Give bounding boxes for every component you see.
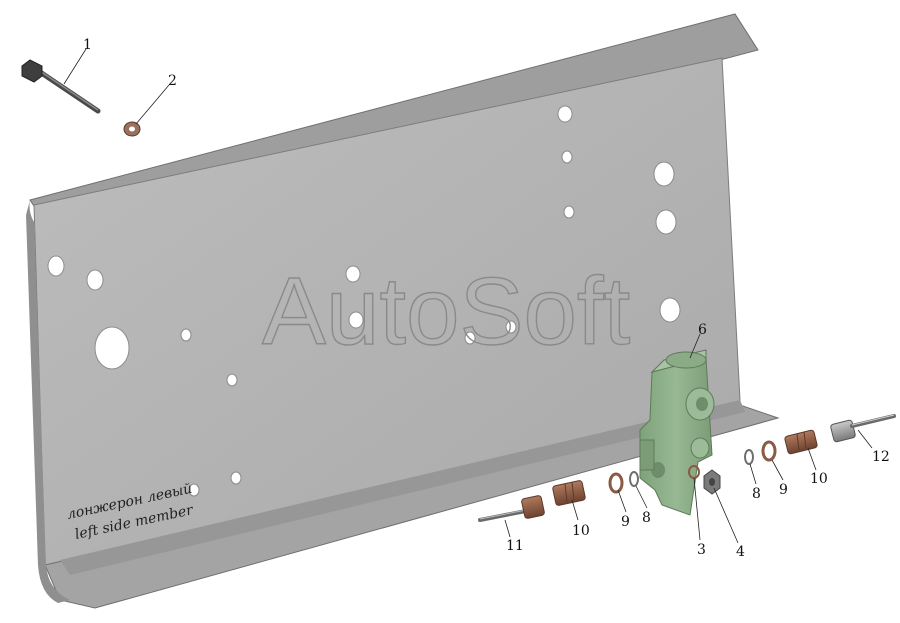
pipe-fitting-right <box>830 414 896 443</box>
leader-lines <box>63 48 873 544</box>
callout-4: 4 <box>736 544 745 560</box>
frame-holes <box>47 105 681 497</box>
callout-12: 12 <box>872 449 890 465</box>
washer-right-9 <box>761 440 777 462</box>
callout-8-right: 8 <box>752 486 761 502</box>
callout-9-left: 9 <box>621 514 630 530</box>
washer-part <box>123 121 141 137</box>
callout-9-right: 9 <box>779 482 788 498</box>
union-nut-left <box>552 480 586 506</box>
union-nut-right <box>784 429 818 455</box>
nut-part <box>703 469 721 495</box>
seal-left-8 <box>629 471 639 487</box>
callout-11: 11 <box>506 538 524 554</box>
valve-assembly <box>639 349 715 516</box>
seal-right-8 <box>744 449 754 465</box>
washer-left-9 <box>608 472 624 494</box>
callout-10-right: 10 <box>810 471 828 487</box>
callout-6: 6 <box>698 322 707 338</box>
callout-2: 2 <box>168 73 177 89</box>
bolt-part <box>21 59 101 114</box>
callout-3: 3 <box>697 542 706 558</box>
side-member-frame <box>26 13 780 609</box>
callout-1: 1 <box>83 37 92 53</box>
callout-8-left: 8 <box>642 510 651 526</box>
pipe-fitting-left <box>478 495 545 522</box>
callout-10-left: 10 <box>572 523 590 539</box>
watermark-text: AutoSoft <box>262 258 630 365</box>
